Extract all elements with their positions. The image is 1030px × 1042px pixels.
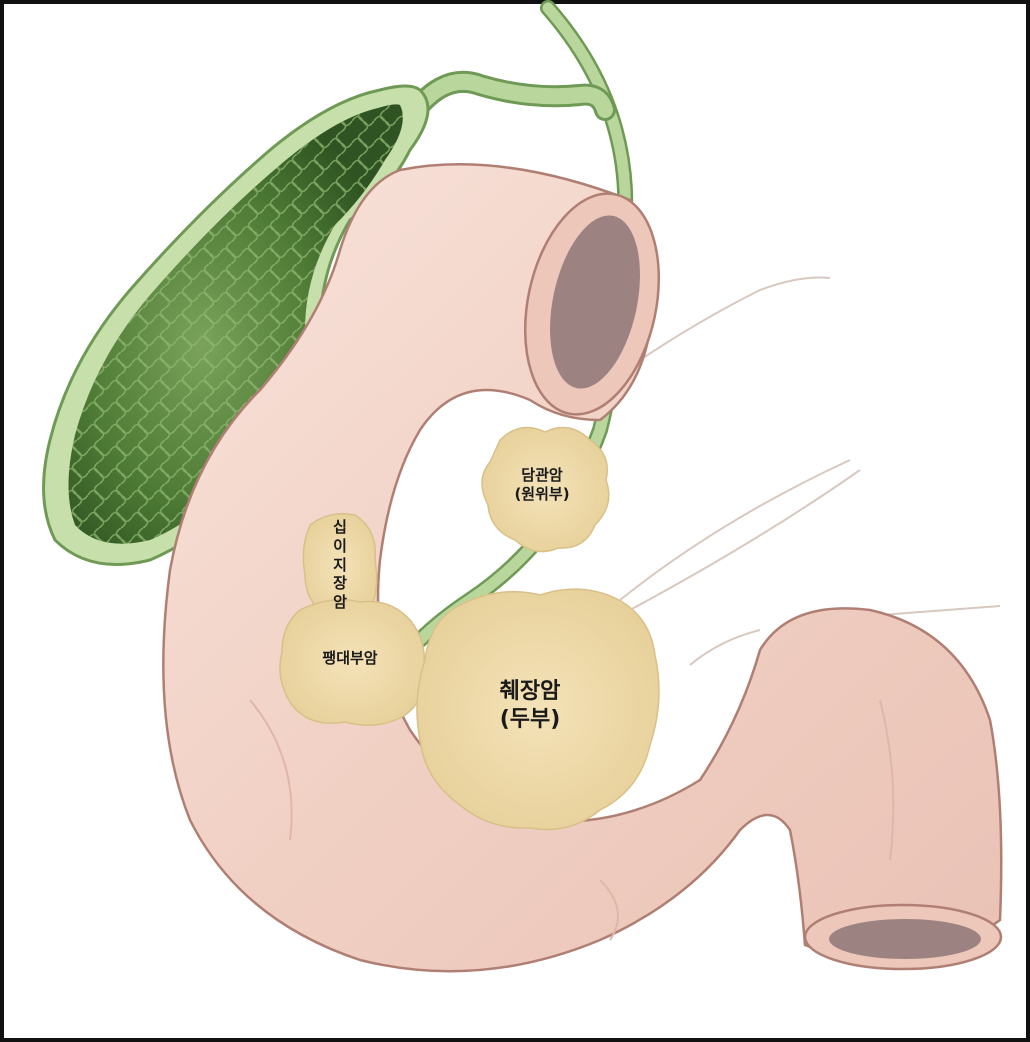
label-duodenal-cancer: 십 이 지 장 암 — [325, 518, 355, 612]
label-bile-duct-cancer-line1: 담관암 — [521, 466, 563, 484]
label-duodenal-char: 장 — [333, 574, 347, 593]
label-bile-duct-cancer-line2: (원위부) — [514, 484, 570, 503]
label-bile-duct-cancer: 담관암 (원위부) — [492, 466, 592, 504]
label-duodenal-char: 암 — [333, 593, 347, 611]
label-pancreatic-cancer-line1: 췌장암 — [499, 679, 561, 704]
tumor-bile-duct — [481, 426, 610, 553]
label-duodenal-char: 이 — [333, 536, 347, 555]
label-duodenal-char: 지 — [333, 555, 347, 574]
label-pancreatic-cancer-line2: (두부) — [499, 706, 561, 732]
tumor-ampullary — [279, 599, 425, 726]
duodenum — [162, 163, 1003, 973]
label-duodenal-char: 십 — [333, 518, 347, 536]
label-ampullary-cancer: 팽대부암 — [322, 649, 378, 667]
background-vessels — [619, 276, 1001, 666]
tumor-pancreatic — [416, 588, 660, 831]
label-pancreatic-cancer: 췌장암 (두부) — [470, 678, 590, 733]
gallbladder — [42, 84, 430, 566]
